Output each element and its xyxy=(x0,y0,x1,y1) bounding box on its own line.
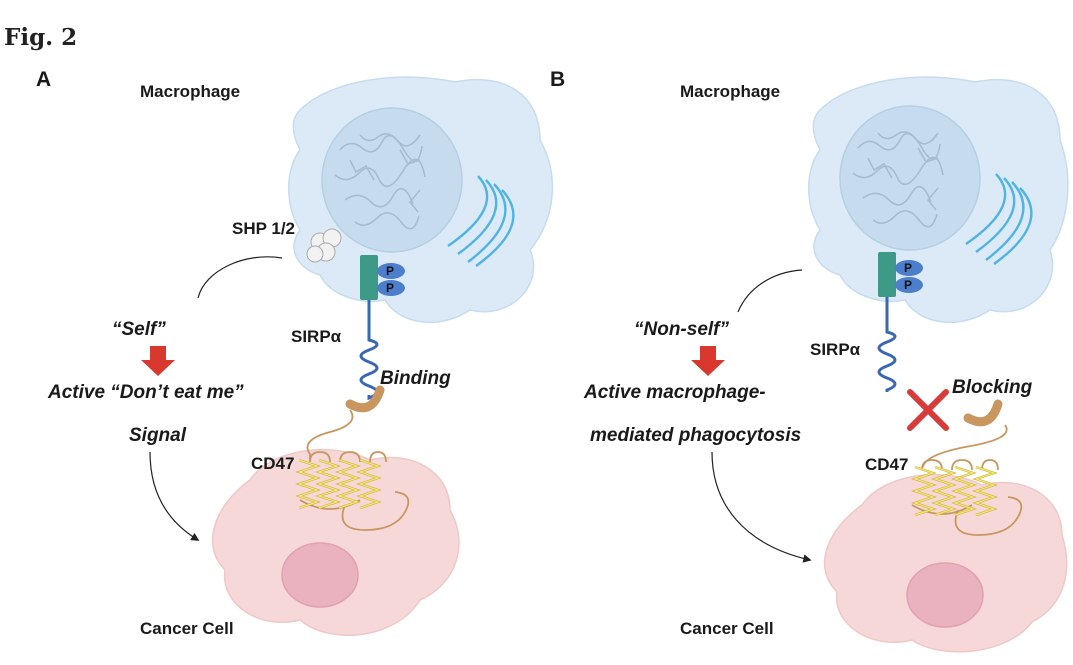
panel-a-binding-label: Binding xyxy=(380,368,451,389)
panel-b-phospho-1 xyxy=(895,260,923,276)
panel-b-red-arrow xyxy=(691,346,725,376)
panel-b-letter: B xyxy=(550,68,565,91)
panel-a-cd47-label: CD47 xyxy=(251,454,294,473)
panel-b-phospho-2 xyxy=(895,277,923,293)
panel-b-nonself-label: “Non-self” xyxy=(634,319,730,340)
panel-b-block-x xyxy=(907,389,949,431)
panel-a-sirpa-label: SIRPα xyxy=(291,327,342,346)
panel-b: B Macrophage P P SIRPα Block xyxy=(550,68,1069,653)
panel-b-phospho-label-1: P xyxy=(904,261,912,275)
panel-b-sirpa-label: SIRPα xyxy=(810,340,861,359)
panel-b-phospho-label-2: P xyxy=(904,278,912,292)
panel-b-outcome-line1: Active macrophage- xyxy=(583,382,766,403)
panel-a-letter: A xyxy=(36,68,51,91)
panel-b-cd47-cup xyxy=(963,399,1003,427)
panel-b-cancer-nucleus xyxy=(906,562,984,628)
panel-a-chromatin xyxy=(334,133,426,230)
panel-a-phospho-1 xyxy=(377,263,405,279)
panel-b-blocking-label: Blocking xyxy=(952,377,1033,398)
panel-a-phospho-label-1: P xyxy=(386,264,394,278)
panel-b-macrophage-label: Macrophage xyxy=(680,82,780,101)
panel-a-sirpa-anchor xyxy=(360,255,378,300)
panel-a-cd47-loop xyxy=(299,409,410,531)
panel-a: A Macrophage SHP 1/2 P P xyxy=(36,68,554,638)
panel-a-self-label: “Self” xyxy=(112,319,166,340)
panel-a-cd47-cup xyxy=(345,385,385,413)
panel-a-signal-line1: Active “Don’t eat me” xyxy=(47,382,244,403)
panel-b-sirpa-stalk xyxy=(877,297,897,392)
panel-a-shp-label: SHP 1/2 xyxy=(232,219,295,238)
panel-a-cancer-label: Cancer Cell xyxy=(140,619,234,638)
panel-a-cancer-arrow xyxy=(149,451,200,541)
panel-b-cd47-loop xyxy=(911,424,1023,536)
panel-a-signal-line2: Signal xyxy=(129,425,187,446)
panel-a-phospho-label-2: P xyxy=(386,281,394,295)
panel-b-cancer-arrow xyxy=(711,451,812,563)
panel-a-cancer-nucleus xyxy=(281,542,359,608)
panel-a-sirpa-stalk xyxy=(359,300,379,401)
panel-a-red-arrow xyxy=(141,346,175,376)
panel-b-golgi xyxy=(965,173,1033,265)
panel-a-phospho-2 xyxy=(377,280,405,296)
panel-a-shp-cluster xyxy=(306,228,342,263)
panel-b-cd47-label: CD47 xyxy=(865,455,908,474)
panel-b-outcome-line2: mediated phagocytosis xyxy=(590,425,801,446)
panel-b-chromatin xyxy=(852,131,944,228)
panel-a-golgi xyxy=(447,175,515,267)
panel-b-signal-curve xyxy=(737,269,803,313)
panel-b-cancer-label: Cancer Cell xyxy=(680,619,774,638)
panel-b-sirpa-anchor xyxy=(878,252,896,297)
panel-a-signal-curve xyxy=(197,256,283,299)
figure-label: Fig. 2 xyxy=(4,24,77,51)
panel-a-macrophage-label: Macrophage xyxy=(140,82,240,101)
